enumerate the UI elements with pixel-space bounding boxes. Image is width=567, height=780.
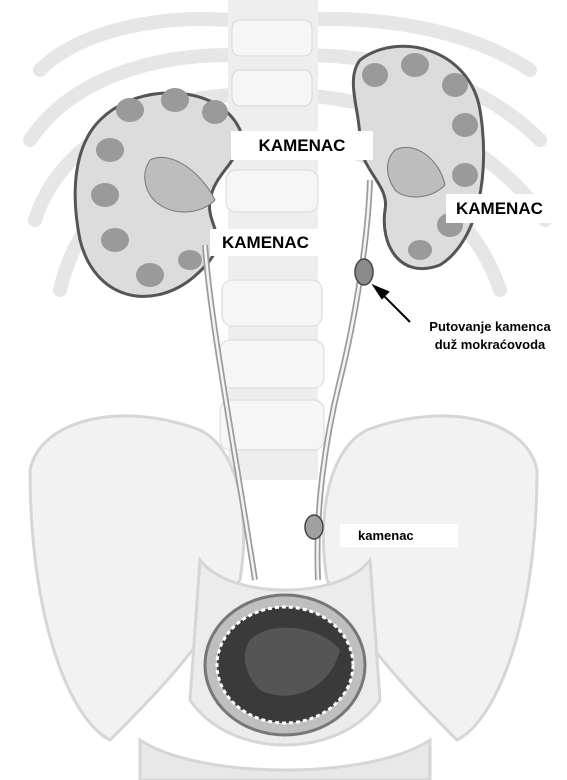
ureter-stone-upper <box>355 259 373 285</box>
bladder <box>205 595 365 735</box>
caption-line-1: Putovanje kamenca <box>420 318 560 336</box>
stone-travel-caption: Putovanje kamenca duž mokraćovoda <box>420 318 560 354</box>
kidney-stone-label-left: KAMENAC <box>210 229 321 256</box>
kidney-stone-label-right: KAMENAC <box>446 194 553 223</box>
kidney-stone-label-top: KAMENAC <box>231 131 373 160</box>
left-kidney <box>75 88 240 296</box>
pointer-arrow <box>374 286 410 322</box>
ureter-stone-lower <box>305 515 323 539</box>
ureter-stone-label: kamenac <box>340 524 458 547</box>
caption-line-2: duž mokraćovoda <box>420 336 560 354</box>
